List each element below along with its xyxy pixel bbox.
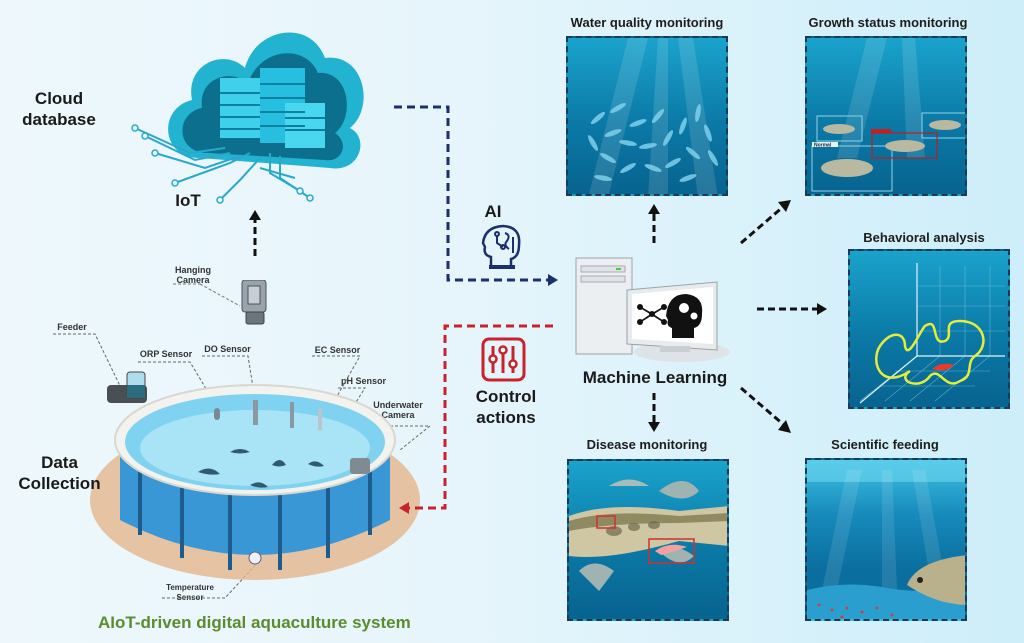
do-sensor-label: DO Sensor [204, 344, 251, 354]
arrow-to-water-quality [647, 203, 661, 245]
disease-monitoring-title: Disease monitoring [586, 437, 708, 452]
underwater-camera-line1: Underwater [373, 400, 423, 410]
arrow-to-behavioral [755, 302, 830, 316]
arrow-to-feeding [738, 385, 794, 435]
hanging-camera-label: Hanging Camera [168, 265, 218, 285]
data-collection-line1: Data [41, 453, 78, 472]
system-title: AIoT-driven digital aquaculture system [98, 613, 411, 632]
iot-label: IoT [175, 191, 201, 210]
growth-status-title: Growth status monitoring [808, 15, 968, 30]
underwater-camera-label: Underwater Camera [368, 400, 428, 420]
control-line1: Control [475, 387, 537, 406]
behavioral-analysis-title: Behavioral analysis [863, 230, 985, 245]
orp-sensor-label: ORP Sensor [139, 349, 193, 359]
growth-status-panel: Normal [805, 36, 967, 196]
ml-computer-icon [572, 252, 732, 367]
ai-label: AI [484, 202, 502, 221]
disease-monitoring-panel [567, 459, 729, 621]
cloud-label-line2: database [22, 110, 96, 129]
hanging-camera-line1: Hanging [175, 265, 211, 275]
water-quality-panel [566, 36, 728, 196]
behavioral-analysis-panel [848, 249, 1010, 409]
hanging-camera-icon [170, 280, 270, 330]
hanging-camera-line2: Camera [176, 275, 210, 285]
control-flow-arrow [395, 318, 560, 518]
control-sliders-icon [481, 337, 526, 382]
feeder-icon [105, 370, 155, 415]
water-quality-title: Water quality monitoring [570, 15, 724, 30]
cloud-icon [130, 8, 380, 208]
arrow-to-growth-status [738, 198, 794, 246]
machine-learning-label: Machine Learning [582, 368, 728, 387]
feeder-label: Feeder [57, 322, 87, 332]
ec-sensor-label: EC Sensor [314, 345, 361, 355]
arrow-to-disease [647, 391, 661, 433]
camera-to-iot-arrow [248, 208, 262, 258]
ai-head-icon [481, 223, 523, 271]
scientific-feeding-panel [805, 458, 967, 621]
control-actions-label: Control actions [466, 386, 546, 428]
underwater-camera-line2: Camera [381, 410, 415, 420]
control-line2: actions [476, 408, 536, 427]
growth-box-normal-label: Normal [814, 143, 832, 149]
ai-flow-arrow [390, 100, 560, 300]
data-collection-label: Data Collection [12, 452, 107, 494]
cloud-database-label: Cloud database [14, 88, 104, 130]
scientific-feeding-title: Scientific feeding [831, 437, 939, 452]
cloud-label-line1: Cloud [34, 89, 84, 108]
data-collection-line2: Collection [18, 474, 101, 493]
ph-sensor-label: pH Sensor [340, 376, 386, 386]
temperature-sensor-line1: Temperature [166, 583, 214, 592]
aquaculture-tank [50, 330, 430, 600]
